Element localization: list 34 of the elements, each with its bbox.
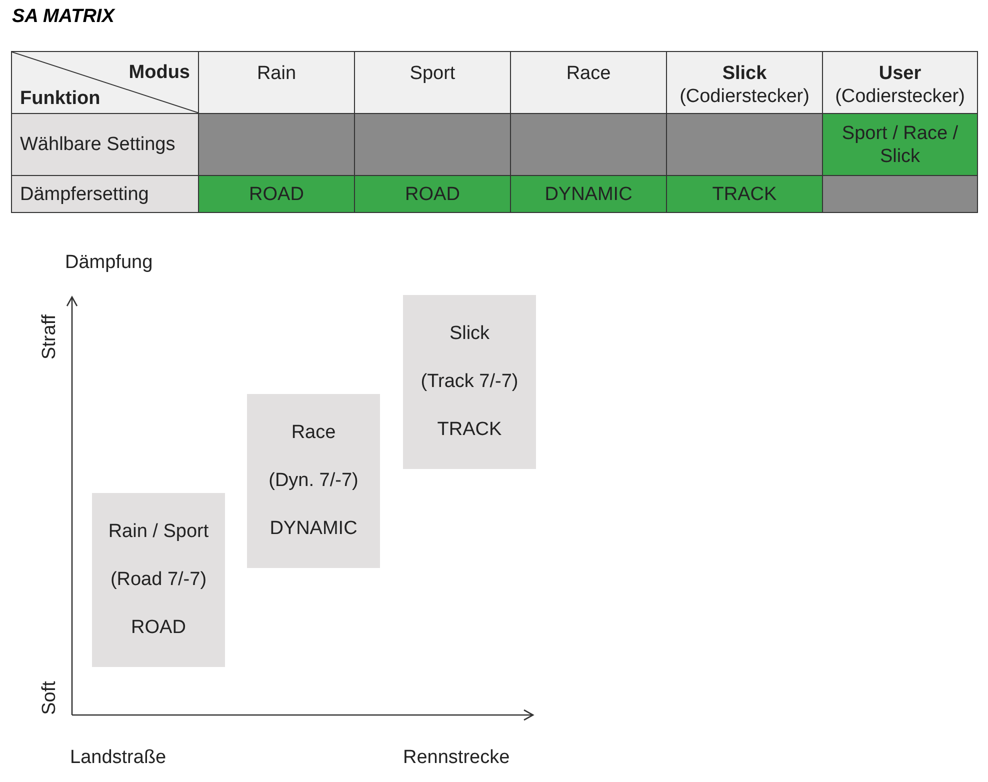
cell-subtext: (Codierstecker) [835,85,965,108]
mode-box [403,295,536,469]
axis-end-label: Straff [39,313,61,362]
cell-text: User [878,62,922,85]
cell-text: Sport [410,62,456,85]
cell-text: Dämpfersetting [20,182,149,206]
cell-text: Race [566,62,611,85]
box-text: (Road 7/-7) [110,569,207,591]
cell-text: ROAD [405,182,460,206]
mode-box [92,493,225,667]
box-text: Slick [449,323,490,345]
cell-text: Sport / Race / Slick [840,122,960,168]
cell-text: Slick [722,62,767,85]
row-axis-heading: Funktion [20,88,100,110]
cell-subtext: (Codierstecker) [680,85,810,108]
mode-box [247,394,380,568]
cell-text: DYNAMIC [544,182,632,206]
cell-text: ROAD [249,182,304,206]
cell-text: TRACK [712,182,777,206]
cell-text: Rain [256,62,296,85]
axis-end-label: Soft [39,680,61,717]
column-axis-heading: Modus [128,62,190,84]
box-text: TRACK [437,419,502,441]
box-text: ROAD [131,617,186,639]
box-text: (Dyn. 7/-7) [268,470,358,492]
diagram-title: SA MATRIX [12,6,114,28]
box-text: Rain / Sport [108,521,209,543]
axis-end-label: Landstraße [70,747,166,769]
box-text: Race [291,422,336,444]
axis-end-label: Rennstrecke [403,747,510,769]
box-text: (Track 7/-7) [420,371,518,393]
box-text: DYNAMIC [270,518,358,540]
axis-title: Dämpfung [65,252,153,274]
cell-text: Wählbare Settings [20,133,176,156]
